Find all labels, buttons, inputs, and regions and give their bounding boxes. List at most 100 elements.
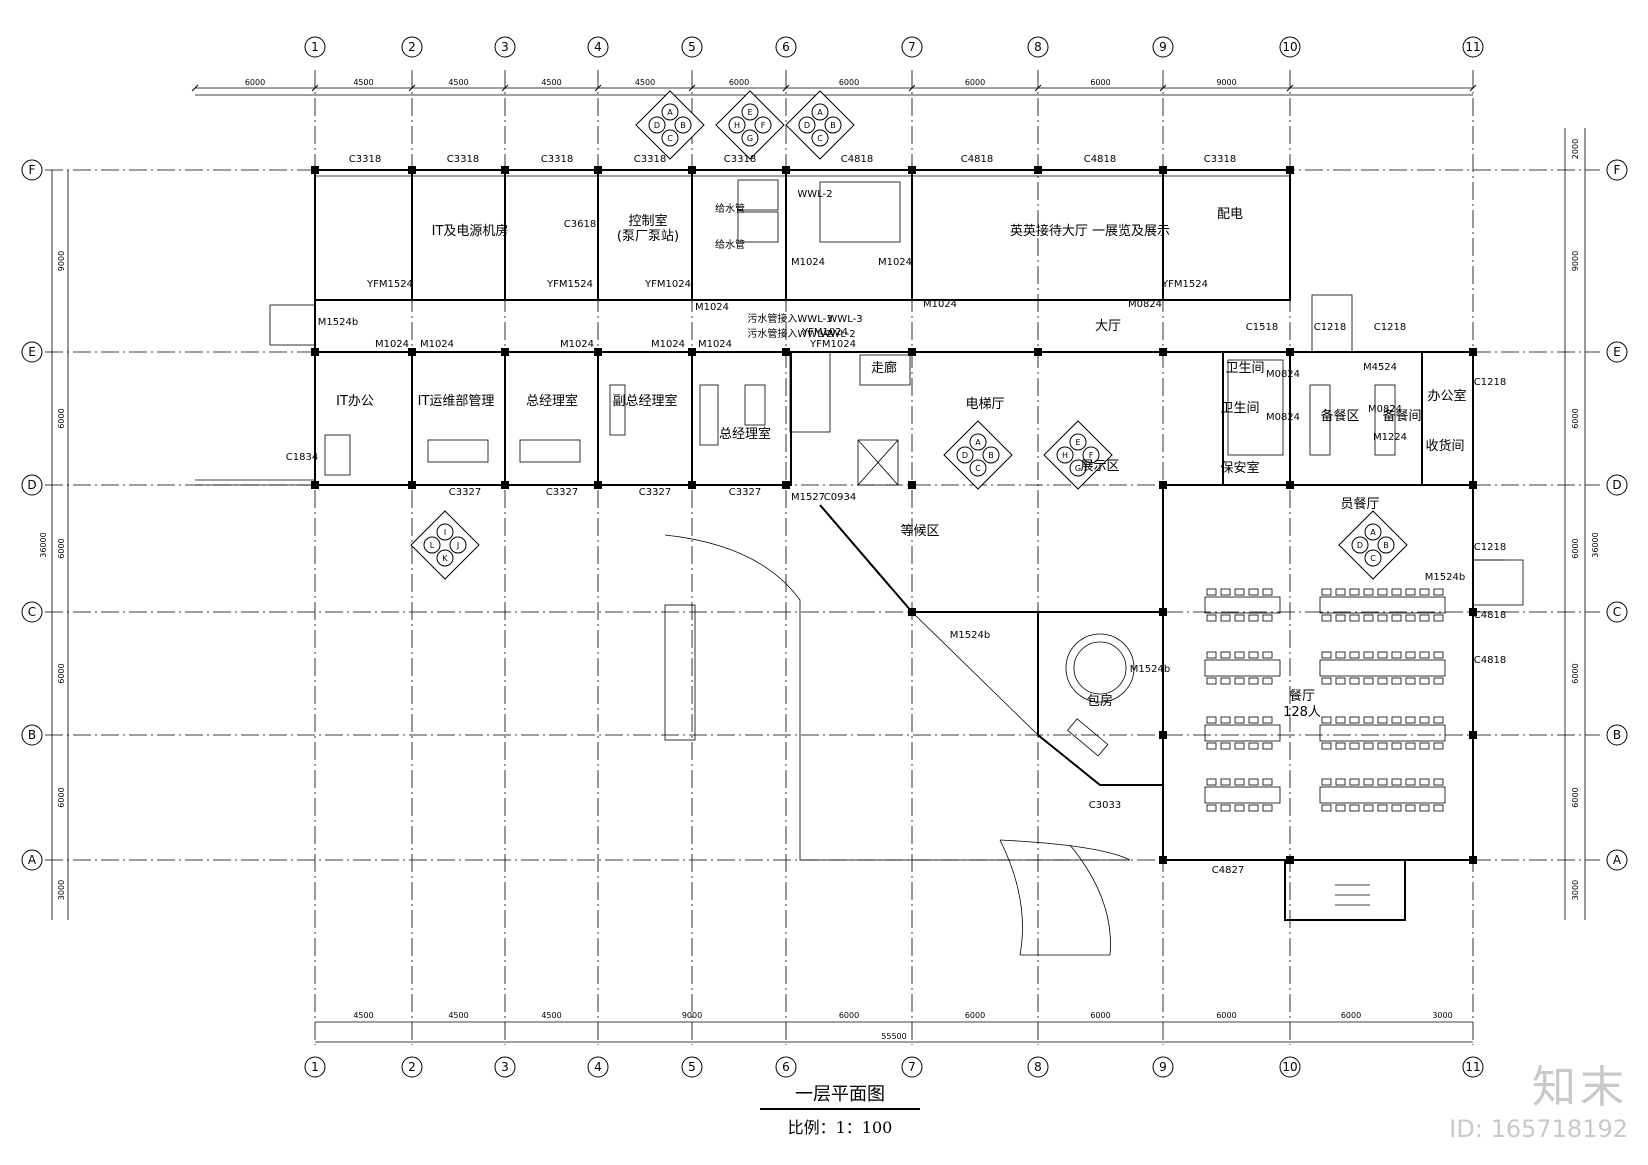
- index-circle: [436, 523, 454, 541]
- dim-text-right: 6000: [1571, 538, 1580, 558]
- axis-label-row: B: [28, 728, 36, 742]
- axis-bubble: [21, 474, 43, 496]
- pipe-note: 污水管接入WWL-2: [747, 327, 832, 340]
- axis-label-col: 4: [594, 40, 602, 54]
- index-circle: [674, 116, 692, 134]
- room-label: (泵厂泵站): [617, 229, 679, 244]
- chair: [1262, 651, 1273, 659]
- chair: [1349, 742, 1360, 750]
- chair: [1234, 742, 1245, 750]
- index-letter: J: [456, 541, 459, 550]
- index-letter: B: [988, 451, 994, 460]
- axis-bubble: [1279, 1056, 1301, 1078]
- chair: [1405, 651, 1416, 659]
- chair: [1321, 588, 1332, 596]
- column: [688, 348, 696, 356]
- chair: [1363, 804, 1374, 812]
- axis-label-row: E: [28, 345, 36, 359]
- dim-text-right-total: 36000: [1591, 532, 1600, 557]
- axis-bubble: [304, 36, 326, 58]
- door-label: M1024: [420, 339, 454, 350]
- axis-label-row: A: [1613, 853, 1622, 867]
- index-circle: [1364, 523, 1382, 541]
- door-label: M0824: [1368, 404, 1402, 415]
- dim-text-bottom: 3000: [1432, 1011, 1452, 1020]
- window-label: C3318: [541, 154, 573, 165]
- axis-label-col: 5: [688, 1060, 696, 1074]
- index-letter: E: [1075, 438, 1080, 447]
- dining-table: [1204, 724, 1281, 742]
- axis-label-row: C: [28, 605, 36, 619]
- diamond-outline: [635, 90, 705, 160]
- column: [908, 166, 916, 174]
- axis-bubble: [775, 36, 797, 58]
- axis-bubble: [304, 1056, 326, 1078]
- diamond-outline: [943, 420, 1013, 490]
- chair: [1419, 778, 1430, 786]
- chair: [1234, 677, 1245, 685]
- room-label: 包房: [1087, 693, 1113, 709]
- column: [688, 166, 696, 174]
- axis-bubble: [1462, 36, 1484, 58]
- column: [1469, 608, 1477, 616]
- axis-bubble: [1606, 724, 1628, 746]
- chair: [1377, 677, 1388, 685]
- chair: [1220, 651, 1231, 659]
- window-label: C1218: [1374, 322, 1406, 333]
- dim-text-left: 9000: [57, 251, 66, 271]
- window-label: C4818: [961, 154, 993, 165]
- window-label: C4818: [1084, 154, 1116, 165]
- chair: [1377, 588, 1388, 596]
- axis-bubble: [1152, 1056, 1174, 1078]
- column: [1286, 856, 1294, 864]
- chair: [1262, 588, 1273, 596]
- chair: [1248, 614, 1259, 622]
- dim-text-bottom: 6000: [1341, 1011, 1361, 1020]
- index-circle: [1082, 446, 1100, 464]
- axis-label-row: E: [1613, 345, 1621, 359]
- dim-text-right: 6000: [1571, 408, 1580, 428]
- index-circle: [798, 116, 816, 134]
- index-circle: [661, 129, 679, 147]
- chair: [1220, 614, 1231, 622]
- door-label: M1024: [923, 299, 957, 310]
- window-label: C3318: [634, 154, 666, 165]
- diamond-outline: [1043, 420, 1113, 490]
- chair: [1405, 804, 1416, 812]
- dining-table: [1319, 724, 1446, 742]
- index-circle: [1364, 549, 1382, 567]
- chair: [1321, 742, 1332, 750]
- index-letter: G: [747, 134, 753, 143]
- chair: [1433, 716, 1444, 724]
- index-letter: B: [680, 121, 686, 130]
- index-circle: [969, 433, 987, 451]
- diamond-outline: [410, 510, 480, 580]
- room-label: 备餐间: [1382, 408, 1421, 424]
- chair: [1391, 588, 1402, 596]
- column: [908, 608, 916, 616]
- chair: [1321, 651, 1332, 659]
- axis-bubble: [587, 1056, 609, 1078]
- axis-label-col: 11: [1465, 1060, 1480, 1074]
- chair: [1335, 677, 1346, 685]
- axis-label-row: F: [29, 163, 36, 177]
- door-label: M0824: [1128, 299, 1162, 310]
- chair: [1433, 588, 1444, 596]
- chair: [1321, 804, 1332, 812]
- chair: [1419, 651, 1430, 659]
- chair: [1335, 651, 1346, 659]
- dim-text-top: 6000: [839, 78, 859, 87]
- axis-label-col: 8: [1034, 40, 1042, 54]
- dim-text-top: 4500: [448, 78, 468, 87]
- pipe-label: WWL-3: [827, 314, 862, 325]
- window-label: C4818: [1474, 655, 1506, 666]
- dim-text-bottom-total: 55500: [881, 1032, 906, 1041]
- column: [1469, 348, 1477, 356]
- index-circle: [661, 103, 679, 121]
- column: [1469, 856, 1477, 864]
- axis-bubble: [1606, 601, 1628, 623]
- column: [594, 348, 602, 356]
- chair: [1419, 677, 1430, 685]
- axis-bubble: [401, 1056, 423, 1078]
- chair: [1363, 588, 1374, 596]
